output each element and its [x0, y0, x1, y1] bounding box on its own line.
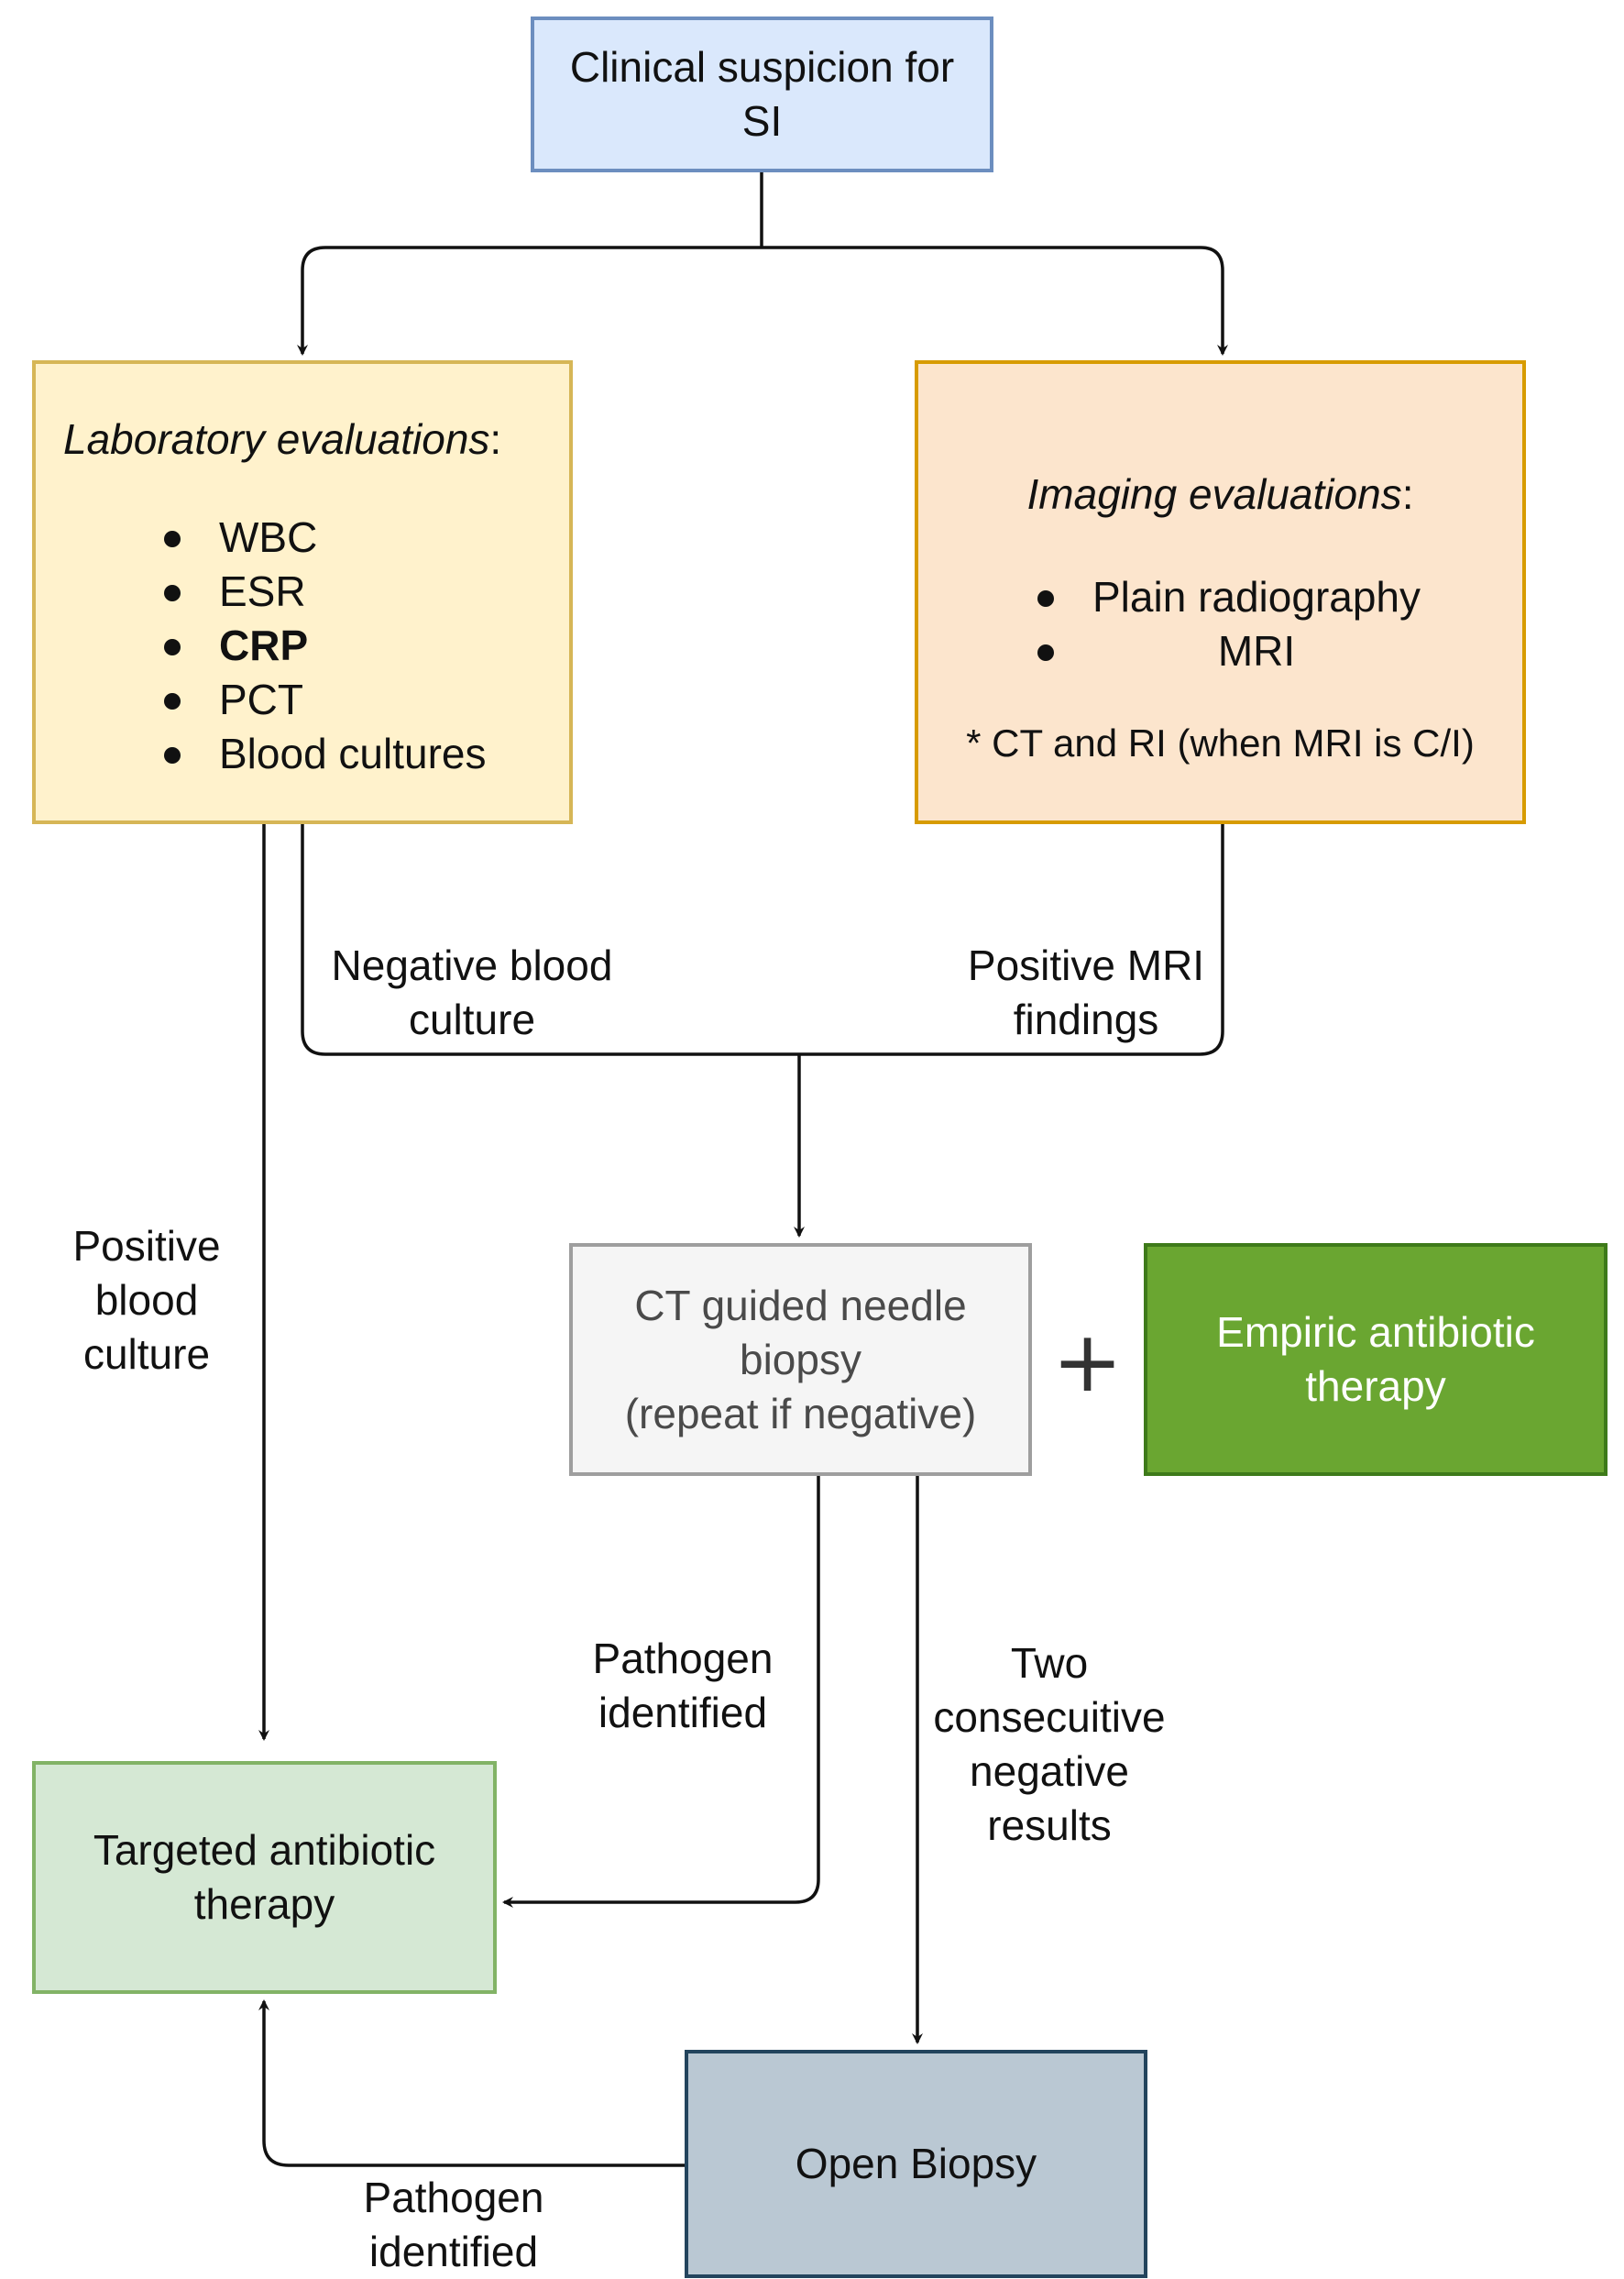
node-line: therapy: [1305, 1362, 1446, 1410]
imaging-note: * CT and RI (when MRI is C/I): [966, 721, 1475, 765]
node-line: Empiric antibiotic: [1216, 1308, 1535, 1356]
edge-start-to-imaging: [762, 246, 1228, 356]
label-line: Positive: [72, 1222, 221, 1270]
label-line: Pathogen: [363, 2174, 544, 2221]
lab-test-item: WBC: [164, 511, 487, 565]
label-line: culture: [82, 1330, 211, 1378]
imaging-heading: Imaging evaluations:: [918, 469, 1522, 519]
label-line: Positive MRI: [967, 941, 1205, 989]
label-pathogen-identified-open: Pathogen identified: [339, 2171, 568, 2279]
label-line: negative: [970, 1747, 1129, 1795]
edge-ct-pathogen-identified: [502, 1476, 820, 1908]
label-two-negative-results: Two consecuitive negative results: [916, 1636, 1182, 1853]
label-line: Two: [1010, 1639, 1089, 1687]
clinical-suspicion-node: Clinical suspicion for SI: [531, 17, 993, 172]
label-line: Pathogen: [592, 1635, 774, 1682]
edge-open-pathogen-identified: [258, 1999, 685, 2167]
node-line: SI: [741, 97, 783, 145]
edge-start-to-lab: [297, 246, 762, 356]
imaging-heading-colon: :: [1401, 470, 1414, 518]
node-line: therapy: [193, 1880, 335, 1928]
lab-test-item: PCT: [164, 673, 487, 727]
lab-heading-colon: :: [489, 415, 502, 463]
imaging-item: Plain radiography: [1037, 570, 1421, 624]
label-pathogen-identified-ct: Pathogen identified: [568, 1632, 797, 1740]
lab-heading-text: Laboratory evaluations: [63, 415, 490, 463]
lab-test-item: ESR: [164, 565, 487, 619]
edge-positive-mri: [799, 824, 1224, 1056]
open-biopsy-node: Open Biopsy: [685, 2050, 1147, 2278]
lab-test-item-bold: CRP: [164, 619, 487, 673]
lab-heading: Laboratory evaluations:: [63, 414, 501, 464]
label-line: identified: [598, 1689, 768, 1736]
edge-negative-blood-culture: [301, 824, 799, 1056]
node-line: CT guided needle: [634, 1281, 967, 1329]
imaging-evaluations-node: Imaging evaluations: Plain radiography M…: [915, 360, 1526, 824]
node-line: biopsy: [740, 1335, 861, 1383]
label-negative-blood-culture: Negative blood culture: [316, 939, 628, 1047]
laboratory-evaluations-node: Laboratory evaluations: WBC ESR CRP PCT …: [32, 360, 573, 824]
label-positive-mri-findings: Positive MRI findings: [953, 939, 1219, 1047]
plus-sign: +: [1052, 1313, 1124, 1411]
label-line: results: [987, 1801, 1112, 1849]
node-line: Open Biopsy: [795, 2140, 1037, 2187]
targeted-antibiotic-node: Targeted antibiotic therapy: [32, 1761, 497, 1994]
label-positive-blood-culture: Positive blood culture: [37, 1219, 257, 1382]
node-line: Clinical suspicion for: [569, 43, 955, 91]
label-line: identified: [368, 2228, 539, 2275]
label-line: Negative blood: [331, 941, 613, 989]
label-line: blood: [94, 1276, 199, 1324]
node-line: (repeat if negative): [624, 1389, 977, 1437]
label-line: culture: [408, 996, 536, 1043]
label-line: findings: [1013, 996, 1159, 1043]
ct-guided-biopsy-node: CT guided needle biopsy (repeat if negat…: [569, 1243, 1032, 1476]
imaging-item: MRI: [1037, 624, 1421, 678]
label-line: consecuitive: [933, 1693, 1166, 1741]
imaging-list: Plain radiography MRI: [1037, 570, 1421, 678]
imaging-heading-text: Imaging evaluations: [1026, 470, 1402, 518]
lab-test-item: Blood cultures: [164, 727, 487, 781]
empiric-antibiotic-node: Empiric antibiotic therapy: [1144, 1243, 1608, 1476]
lab-test-list: WBC ESR CRP PCT Blood cultures: [164, 511, 487, 781]
node-line: Targeted antibiotic: [93, 1826, 436, 1874]
